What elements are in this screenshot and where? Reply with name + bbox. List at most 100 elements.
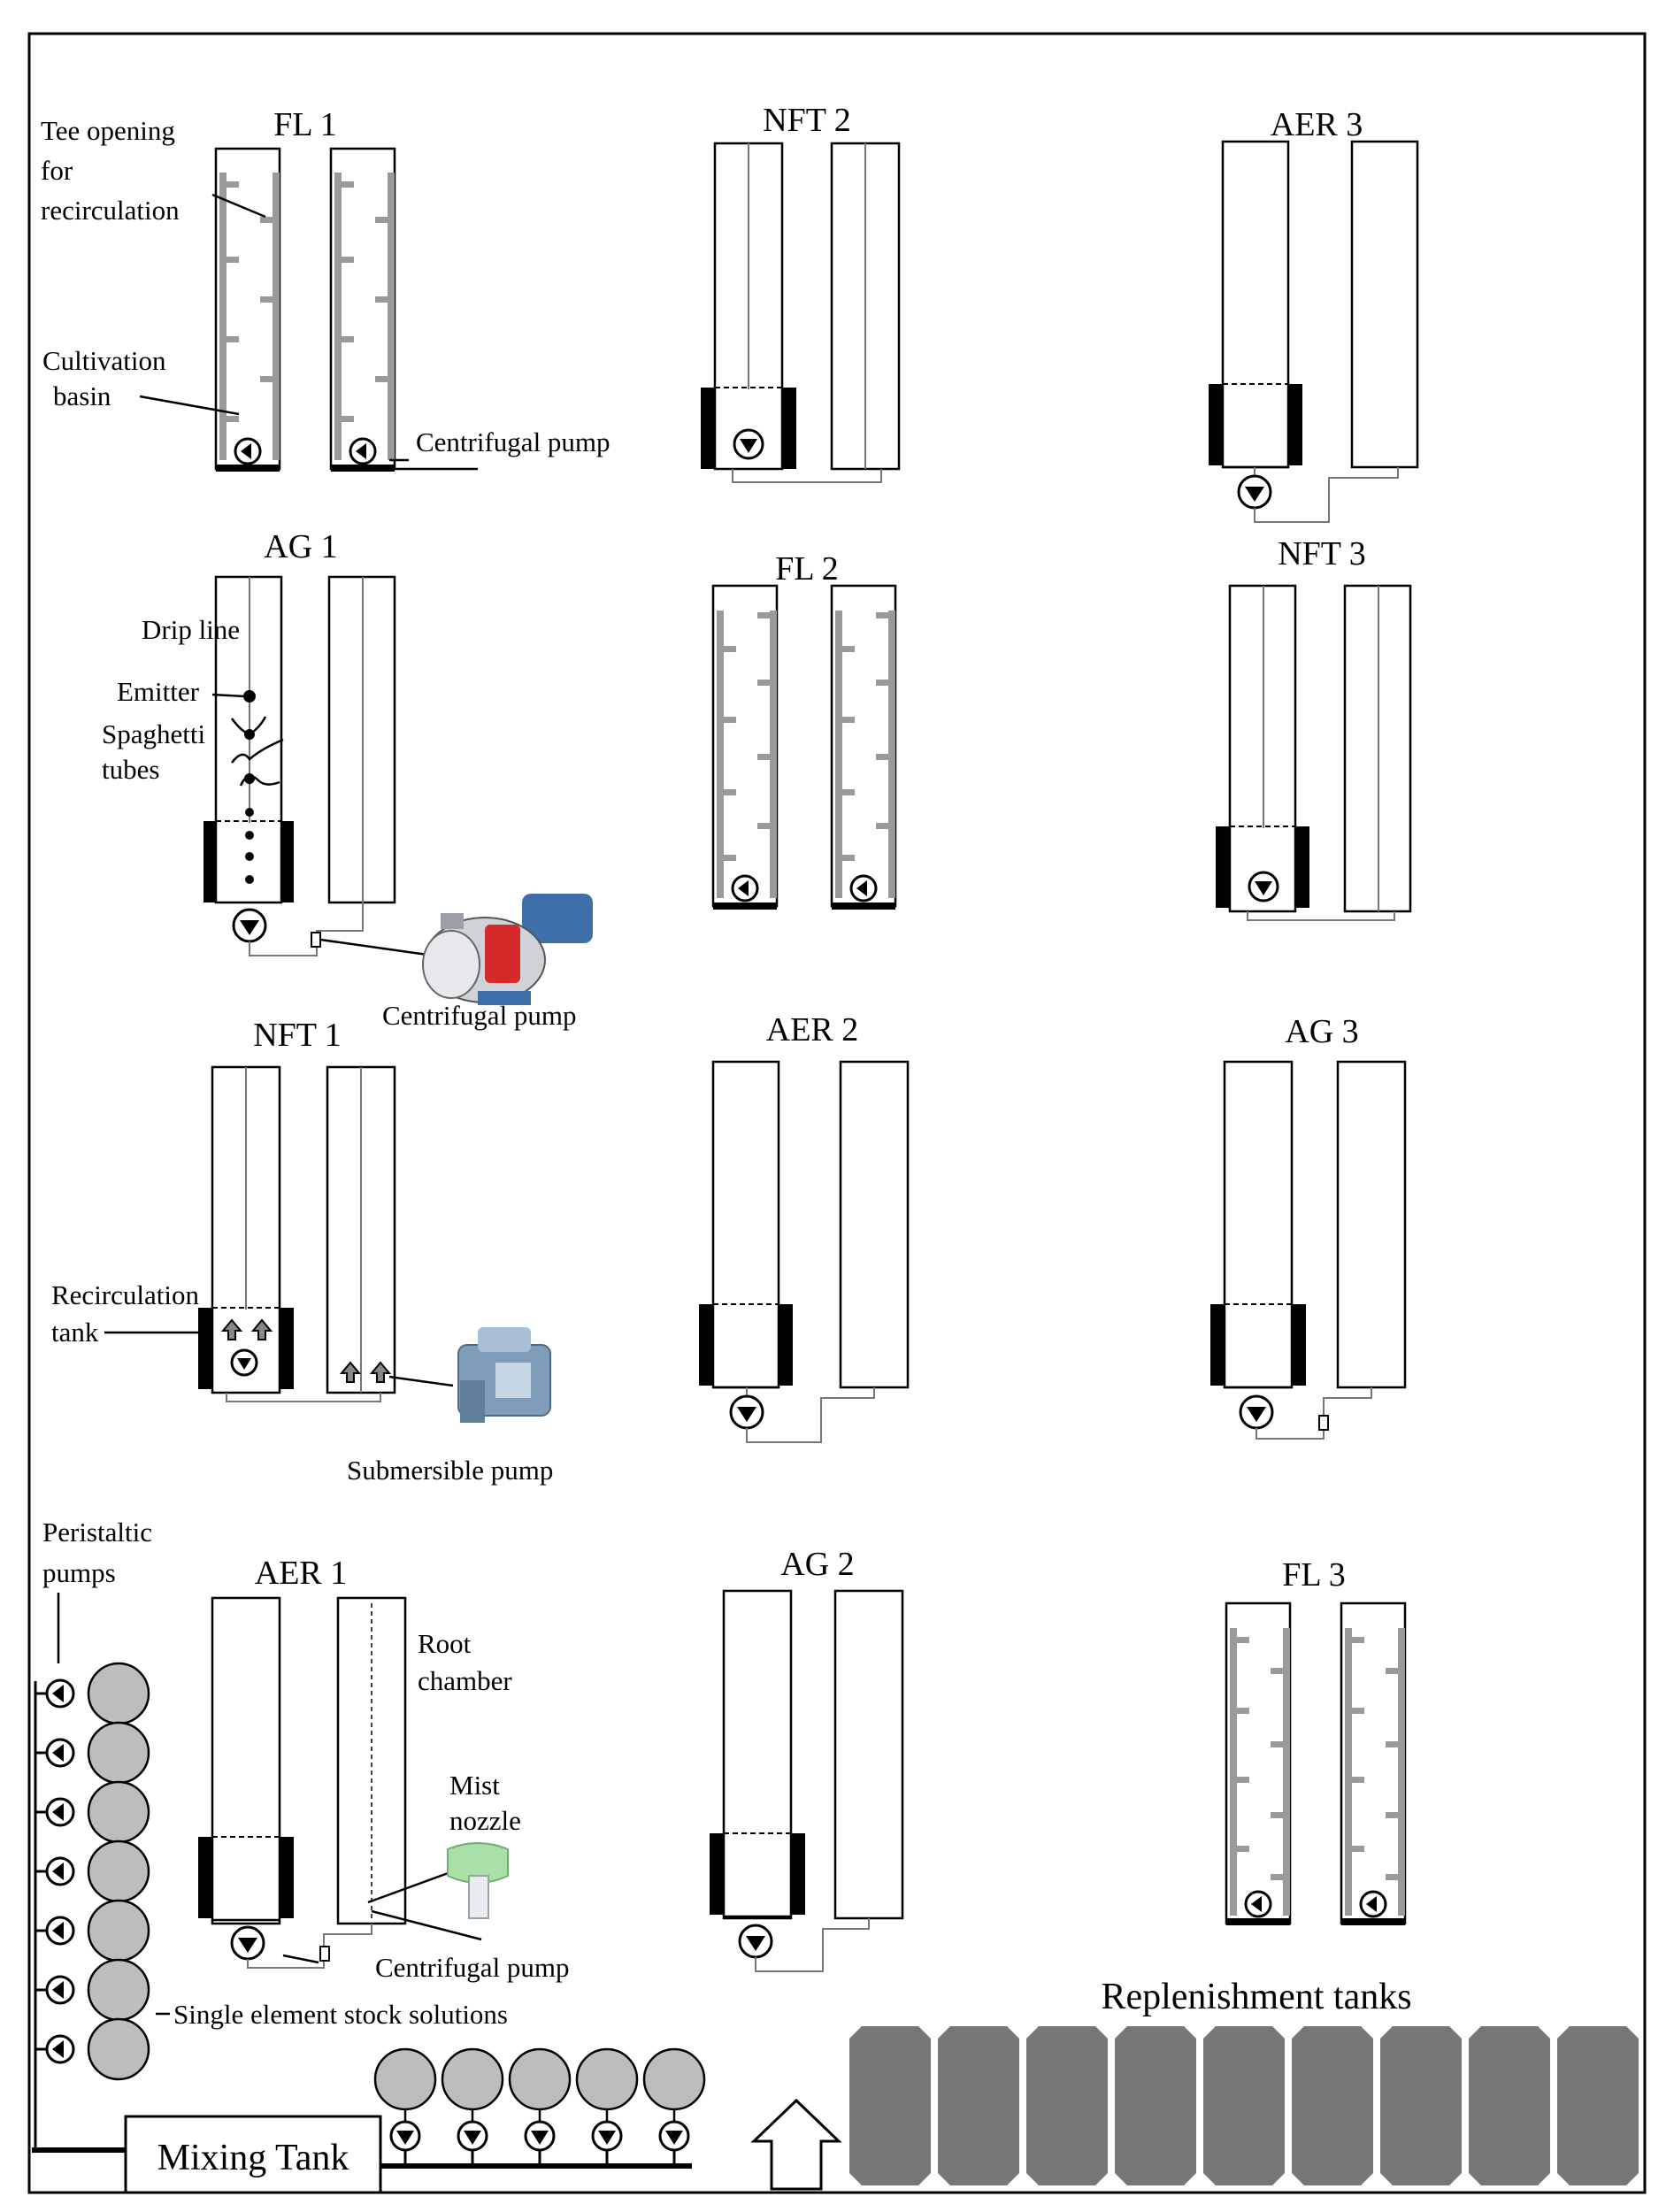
peristaltic-pump xyxy=(35,1958,150,2022)
aer1-unit xyxy=(198,1596,407,1969)
replenishment-tank xyxy=(1026,2026,1108,2185)
peristaltic-pump xyxy=(35,1899,150,1962)
label-tee-opening-3: recirculation xyxy=(41,195,180,226)
ag1-unit xyxy=(203,575,396,956)
mist-nozzle-picture xyxy=(367,1842,509,1941)
label-mist-nozzle-1: Mist xyxy=(449,1770,500,1801)
stock-bottle xyxy=(87,1839,150,1903)
aer3-column-right xyxy=(1350,140,1419,469)
outer-frame xyxy=(27,32,1647,2194)
label-root-chamber-2: chamber xyxy=(418,1665,512,1696)
aer3-column-left xyxy=(1221,140,1290,469)
stock-solution-unit xyxy=(508,2047,572,2166)
stock-bottle xyxy=(441,2047,504,2111)
label-mist-nozzle-2: nozzle xyxy=(449,1805,521,1836)
unit-title-nft3: NFT 3 xyxy=(1278,535,1366,572)
unit-title-nft1: NFT 1 xyxy=(253,1017,342,1054)
replenishment-tank xyxy=(1380,2026,1462,2185)
label-drip-line: Drip line xyxy=(142,614,240,645)
ag3-column-right xyxy=(1336,1060,1407,1389)
aer2-column-left xyxy=(711,1060,780,1389)
label-recirculation-tank-1: Recirculation xyxy=(51,1279,199,1310)
stock-solution-unit xyxy=(441,2047,504,2166)
stock-solution-unit xyxy=(373,2047,437,2166)
fl2-unit xyxy=(711,584,897,910)
stock-bottle xyxy=(87,1899,150,1962)
stock-bottle xyxy=(87,1662,150,1725)
unit-title-ag1: AG 1 xyxy=(264,528,337,565)
stock-bottle xyxy=(87,2017,150,2081)
label-peristaltic-pumps-2: pumps xyxy=(42,1557,116,1588)
peristaltic-pump-bank xyxy=(35,1662,150,2081)
unit-title-aer3: AER 3 xyxy=(1271,106,1363,143)
ag3-unit xyxy=(1210,1060,1407,1440)
peristaltic-pump xyxy=(35,2017,150,2081)
label-stock-solutions: Single element stock solutions xyxy=(173,1999,508,2030)
nft3-unit xyxy=(1216,584,1412,921)
submersible-pump-picture xyxy=(388,1327,551,1423)
ag2-column-left xyxy=(722,1589,793,1920)
stock-bottle xyxy=(87,1721,150,1785)
replenishment-tank xyxy=(1557,2026,1639,2185)
stock-solution-bank xyxy=(373,2047,706,2166)
aer2-unit xyxy=(699,1060,910,1443)
label-cultivation-basin-2: basin xyxy=(53,380,111,411)
unit-title-fl2: FL 2 xyxy=(775,550,838,588)
ag3-column-left xyxy=(1223,1060,1294,1389)
replenishment-tank xyxy=(1203,2026,1285,2185)
label-tee-opening-2: for xyxy=(41,155,73,186)
stock-solution-unit xyxy=(575,2047,639,2166)
label-emitter: Emitter xyxy=(117,676,200,707)
replenishment-tank xyxy=(1292,2026,1373,2185)
label-replenishment-tanks: Replenishment tanks xyxy=(1101,1977,1411,2017)
aer2-column-right xyxy=(839,1060,910,1389)
replenishment-tank xyxy=(1115,2026,1196,2185)
stock-bottle xyxy=(642,2047,706,2111)
fl1-unit xyxy=(214,147,396,472)
label-cultivation-basin-1: Cultivation xyxy=(42,345,166,376)
label-centrifugal-pump-fl1: Centrifugal pump xyxy=(416,426,610,457)
label-centrifugal-pump-aer1: Centrifugal pump xyxy=(375,1952,570,1983)
label-recirculation-tank-2: tank xyxy=(51,1317,99,1348)
centrifugal-pump-picture xyxy=(319,894,593,1005)
label-root-chamber-1: Root xyxy=(418,1628,472,1659)
unit-title-fl1: FL 1 xyxy=(273,106,336,143)
mixing-tank xyxy=(124,2115,382,2194)
unit-title-aer2: AER 2 xyxy=(766,1011,859,1048)
label-spaghetti-tubes-2: tubes xyxy=(102,754,159,785)
aer1-column-left xyxy=(211,1596,281,1925)
mixing-tank-label: Mixing Tank xyxy=(157,2138,349,2178)
fl3-unit xyxy=(1225,1601,1407,1925)
peristaltic-pump xyxy=(35,1780,150,1844)
label-submersible-pump: Submersible pump xyxy=(347,1455,553,1486)
stock-bottle xyxy=(575,2047,639,2111)
label-peristaltic-pumps-1: Peristaltic xyxy=(42,1517,152,1548)
aer3-unit xyxy=(1209,140,1419,523)
up-arrow-icon xyxy=(750,2098,842,2191)
peristaltic-pump xyxy=(35,1662,150,1725)
peristaltic-pump xyxy=(35,1721,150,1785)
peristaltic-pump xyxy=(35,1839,150,1903)
replenishment-tank xyxy=(938,2026,1019,2185)
stock-bottle xyxy=(87,1780,150,1844)
unit-title-nft2: NFT 2 xyxy=(763,102,851,139)
stock-bottle xyxy=(87,1958,150,2022)
replenishment-tank xyxy=(849,2026,931,2185)
replenishment-tank-bank xyxy=(849,2026,1639,2185)
replenishment-tank xyxy=(1469,2026,1550,2185)
unit-title-aer1: AER 1 xyxy=(255,1555,348,1592)
unit-title-ag3: AG 3 xyxy=(1285,1013,1358,1050)
stock-bottle xyxy=(508,2047,572,2111)
stock-bottle xyxy=(373,2047,437,2111)
unit-title-ag2: AG 2 xyxy=(780,1546,854,1583)
ag2-unit xyxy=(710,1589,904,1972)
stock-solution-unit xyxy=(642,2047,706,2166)
unit-title-fl3: FL 3 xyxy=(1282,1556,1345,1594)
ag2-column-right xyxy=(833,1589,904,1920)
label-centrifugal-pump-ag1: Centrifugal pump xyxy=(382,1000,577,1031)
nft1-unit xyxy=(198,1065,396,1402)
nft2-unit xyxy=(701,142,901,483)
label-tee-opening-1: Tee opening xyxy=(41,115,175,146)
label-spaghetti-tubes-1: Spaghetti xyxy=(102,718,205,749)
